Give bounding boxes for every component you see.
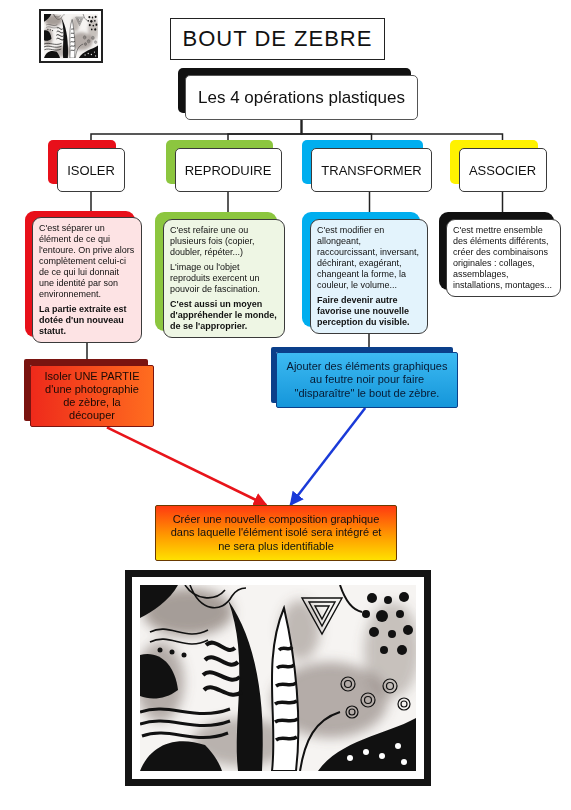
definition-box: C'est séparer un élément de ce qui l'ent… [32, 217, 142, 343]
operation-box: ISOLER [57, 148, 125, 192]
picture-frame [125, 570, 431, 786]
operation-name: TRANSFORMER [321, 163, 421, 178]
operation-name: REPRODUIRE [185, 163, 272, 178]
definition-box: C'est mettre ensemble des éléments diffé… [446, 219, 561, 297]
result-box: Créer une nouvelle composition graphique… [155, 505, 397, 561]
action-text: Isoler UNE PARTIE d'une photographie de … [39, 370, 145, 423]
definition-text: C'est aussi un moyen d'appréhender le mo… [170, 299, 278, 332]
tree-connector [368, 334, 370, 352]
tree-connector [86, 343, 88, 365]
operation-name: ISOLER [67, 163, 115, 178]
result-text: Créer une nouvelle composition graphique… [164, 513, 388, 553]
tree-connector [502, 192, 504, 219]
tree-connector [302, 120, 503, 148]
operation-name: ASSOCIER [469, 163, 536, 178]
definition-text: C'est refaire une ou plusieurs fois (cop… [170, 225, 278, 258]
definition-text: C'est mettre ensemble des éléments diffé… [453, 225, 554, 291]
tree-connector [369, 192, 371, 219]
thumbnail-frame [40, 10, 102, 62]
action-text: Ajouter des éléments graphiques au feutr… [285, 360, 449, 400]
picture-mat [132, 577, 424, 779]
definition-box: C'est modifier en allongeant, raccourcis… [310, 219, 428, 334]
definition-box: C'est refaire une ou plusieurs fois (cop… [163, 219, 285, 338]
tree-connector [90, 192, 92, 217]
action-box: Isoler UNE PARTIE d'une photographie de … [30, 365, 154, 428]
tree-connector [227, 192, 229, 219]
definition-text: C'est modifier en allongeant, raccourcis… [317, 225, 421, 291]
tree-connector [228, 120, 302, 148]
definition-text: C'est séparer un élément de ce qui l'ent… [39, 223, 135, 300]
arrow-connector [291, 408, 366, 505]
operation-box: ASSOCIER [459, 148, 547, 192]
operation-box: REPRODUIRE [175, 148, 282, 192]
definition-text: La partie extraite est dotée d'un nouvea… [39, 304, 135, 337]
thumbnail-drawing [43, 14, 99, 58]
heading-box: Les 4 opérations plastiques [185, 75, 418, 120]
action-box: Ajouter des éléments graphiques au feutr… [276, 352, 458, 408]
definition-text: Faire devenir autre favorise une nouvell… [317, 295, 421, 328]
operation-box: TRANSFORMER [311, 148, 432, 192]
tree-connector [91, 120, 302, 148]
title-text: BOUT DE ZEBRE [183, 26, 373, 52]
arrow-connector [107, 427, 266, 505]
heading-text: Les 4 opérations plastiques [198, 88, 405, 108]
definition-text: L'image ou l'objet reproduits exercent u… [170, 262, 278, 295]
title-box: BOUT DE ZEBRE [170, 18, 385, 60]
zentangle-drawing [140, 585, 416, 771]
